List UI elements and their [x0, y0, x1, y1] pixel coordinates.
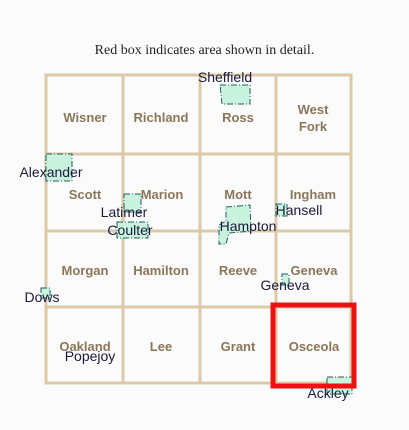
city-label-hansell: Hansell: [276, 202, 323, 218]
township-grid: [44, 73, 353, 385]
city-label-ackley: Ackley: [307, 385, 348, 401]
city-area-alexander: [45, 153, 73, 182]
city-label-sheffield: Sheffield: [198, 69, 252, 85]
township-label: Scott: [69, 187, 102, 202]
township-label: Wisner: [63, 110, 106, 125]
city-label-dows: Dows: [24, 289, 59, 305]
detail-area-highlight: [270, 302, 357, 389]
city-labels: Sheffield Alexander Latimer Coulter Hans…: [19, 69, 348, 401]
township-label: Reeve: [219, 263, 257, 278]
township-label: Fork: [299, 119, 328, 134]
city-area-coulter: [116, 221, 149, 239]
township-label: Morgan: [62, 263, 109, 278]
city-label-coulter: Coulter: [107, 222, 152, 238]
township-label: Osceola: [289, 339, 340, 354]
city-area-geneva: [281, 273, 290, 286]
township-label: Ross: [222, 110, 254, 125]
township-labels: Wisner Richland Ross West Fork Scott Mar…: [59, 102, 340, 354]
city-label-hampton: Hampton: [220, 218, 277, 234]
city-label-popejoy: Popejoy: [65, 348, 116, 364]
township-label: West: [298, 102, 329, 117]
township-label: Grant: [221, 339, 256, 354]
city-area-hansell: [275, 203, 288, 217]
city-area-dows: [40, 287, 51, 299]
city-label-geneva: Geneva: [260, 277, 309, 293]
city-label-latimer: Latimer: [101, 204, 148, 220]
township-label: Hamilton: [133, 263, 189, 278]
township-label: Mott: [224, 187, 252, 202]
city-areas: [40, 84, 353, 395]
township-label: Ingham: [290, 187, 336, 202]
city-area-hampton: [218, 204, 252, 245]
township-label: Geneva: [291, 263, 339, 278]
township-label: Marion: [141, 187, 184, 202]
map-caption: Red box indicates area shown in detail.: [94, 43, 315, 58]
city-area-sheffield: [219, 84, 251, 105]
township-label: Lee: [150, 339, 172, 354]
township-label: Oakland: [59, 339, 110, 354]
city-label-alexander: Alexander: [19, 164, 82, 180]
township-label: Richland: [134, 110, 189, 125]
city-area-latimer: [123, 193, 142, 213]
